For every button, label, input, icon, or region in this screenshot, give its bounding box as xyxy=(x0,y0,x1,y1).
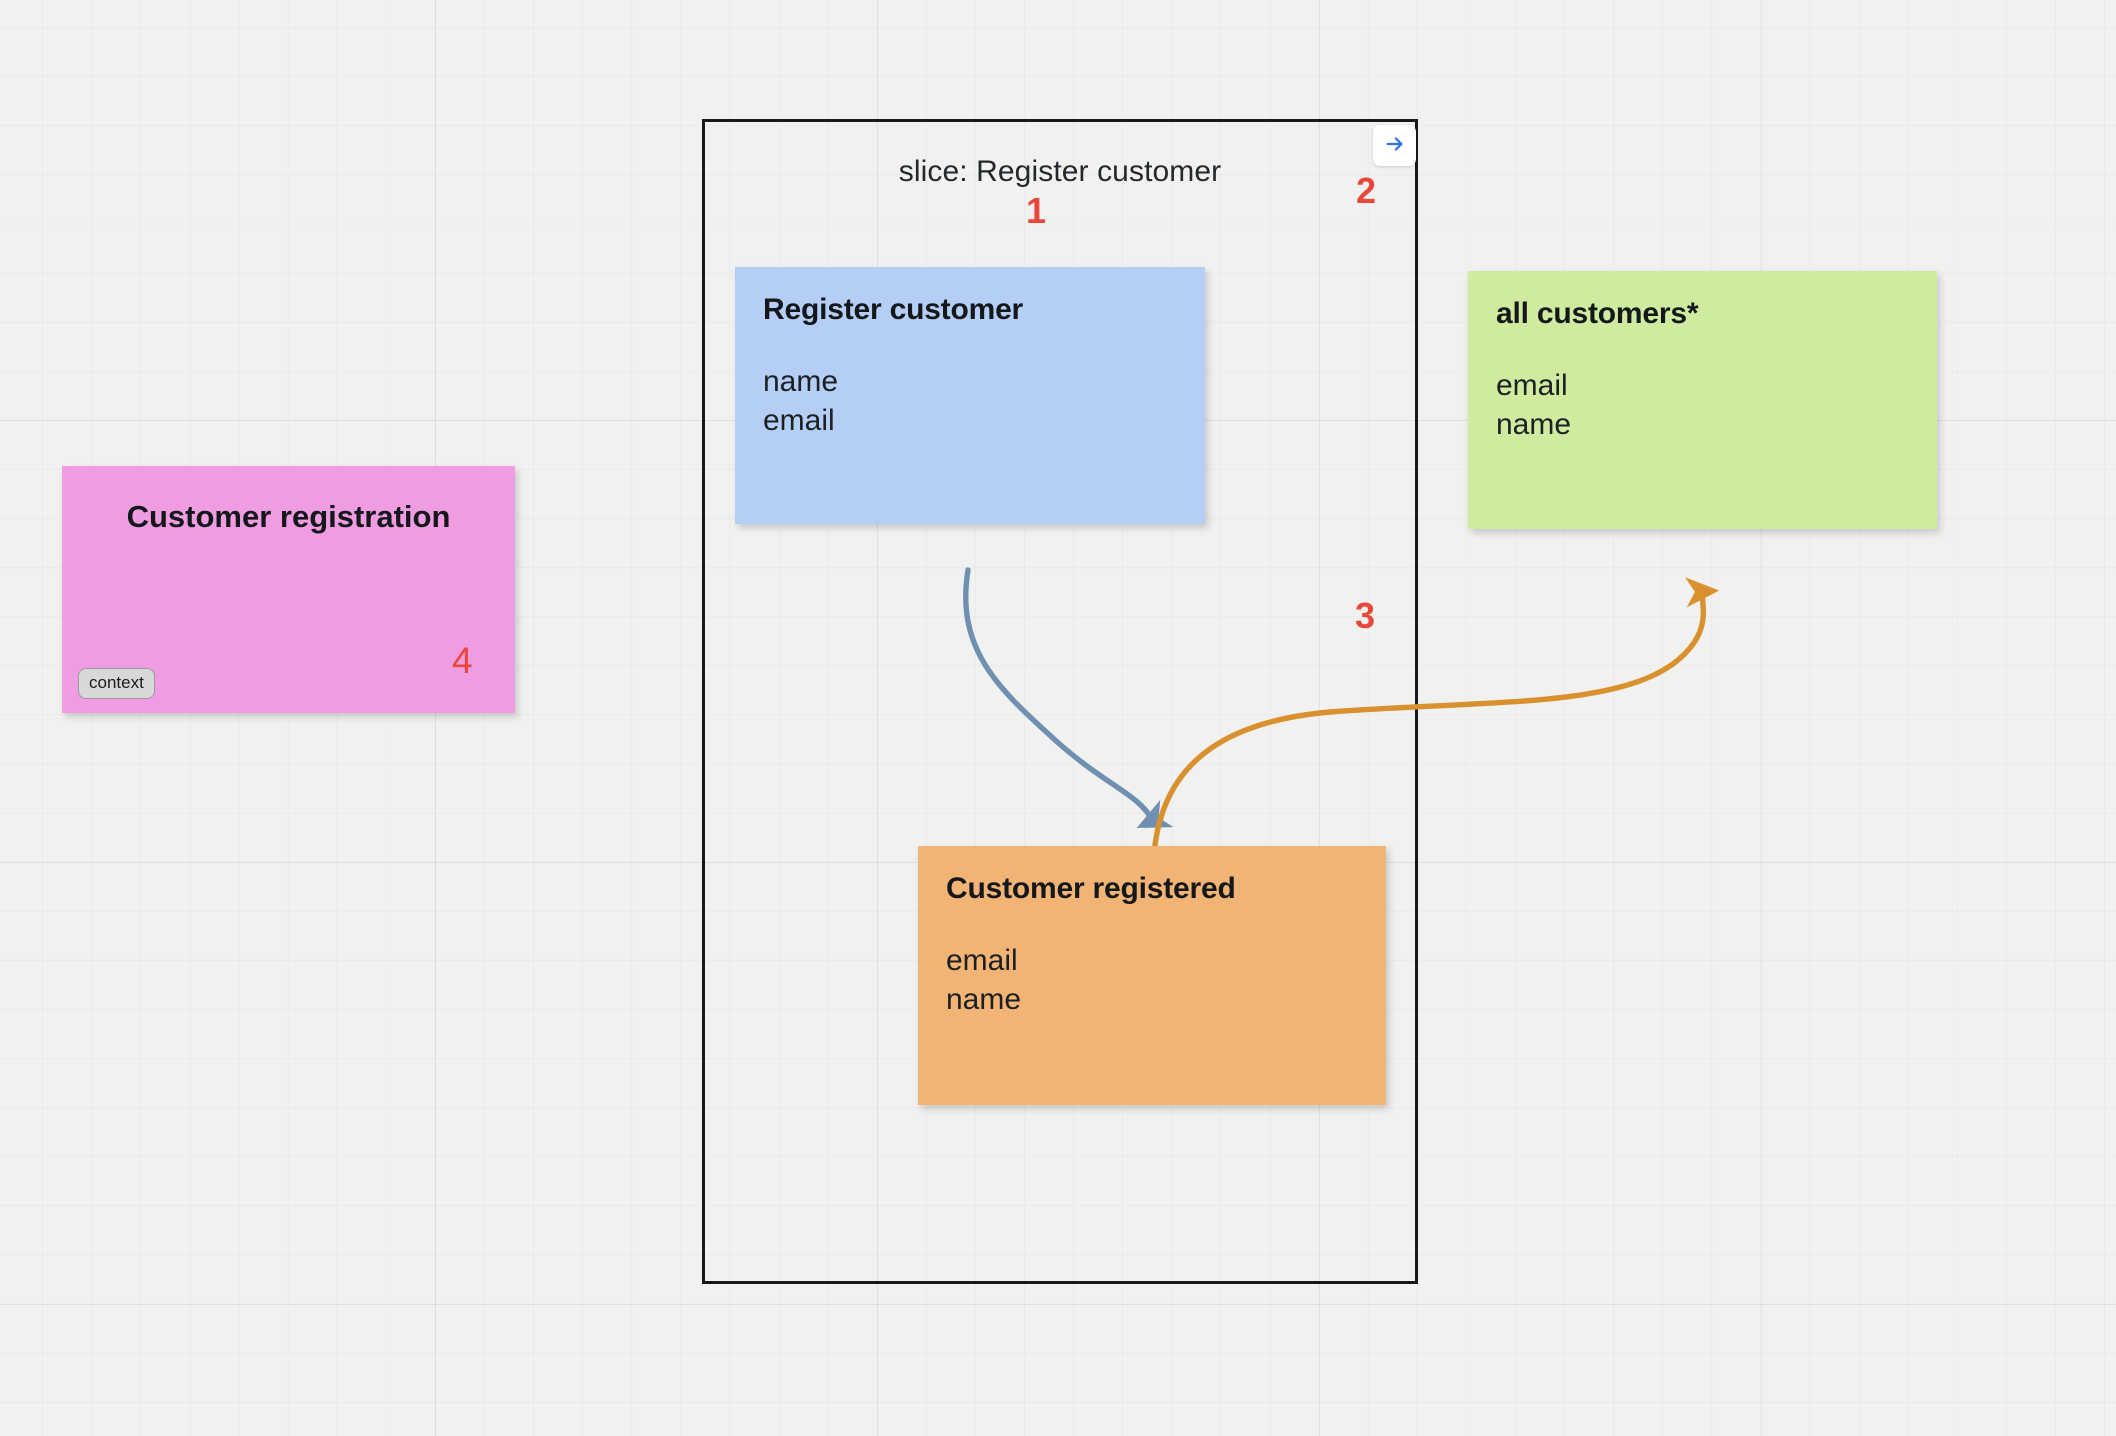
context-badge: context xyxy=(78,668,155,699)
field-email: email xyxy=(763,404,835,438)
step-number-4: 4 xyxy=(452,640,473,681)
card-fields: email name xyxy=(1496,366,1909,445)
card-title: Customer registration xyxy=(126,499,451,534)
field-name: name xyxy=(763,364,839,398)
field-email: email xyxy=(946,943,1018,977)
step-number-1: 1 xyxy=(1026,190,1047,231)
card-fields: name email xyxy=(763,362,1177,441)
arrow-right-icon xyxy=(1384,133,1406,159)
card-fields: email name xyxy=(946,941,1358,1020)
field-email: email xyxy=(1496,368,1568,402)
card-command-register-customer[interactable]: Register customer name email xyxy=(735,267,1205,524)
card-title: Customer registered xyxy=(946,872,1236,905)
card-title: Register customer xyxy=(763,293,1024,326)
field-name: name xyxy=(1496,408,1572,442)
open-slice-button[interactable] xyxy=(1373,125,1416,166)
step-number-3: 3 xyxy=(1355,595,1376,636)
card-read-model-all-customers[interactable]: all customers* email name xyxy=(1468,271,1937,529)
card-title: all customers* xyxy=(1496,297,1699,330)
step-number-2: 2 xyxy=(1356,170,1377,211)
card-event-customer-registered[interactable]: Customer registered email name xyxy=(918,846,1386,1105)
slice-title: slice: Register customer xyxy=(898,155,1222,188)
card-context-customer-registration[interactable]: Customer registration context xyxy=(62,466,515,713)
field-name: name xyxy=(946,983,1022,1017)
